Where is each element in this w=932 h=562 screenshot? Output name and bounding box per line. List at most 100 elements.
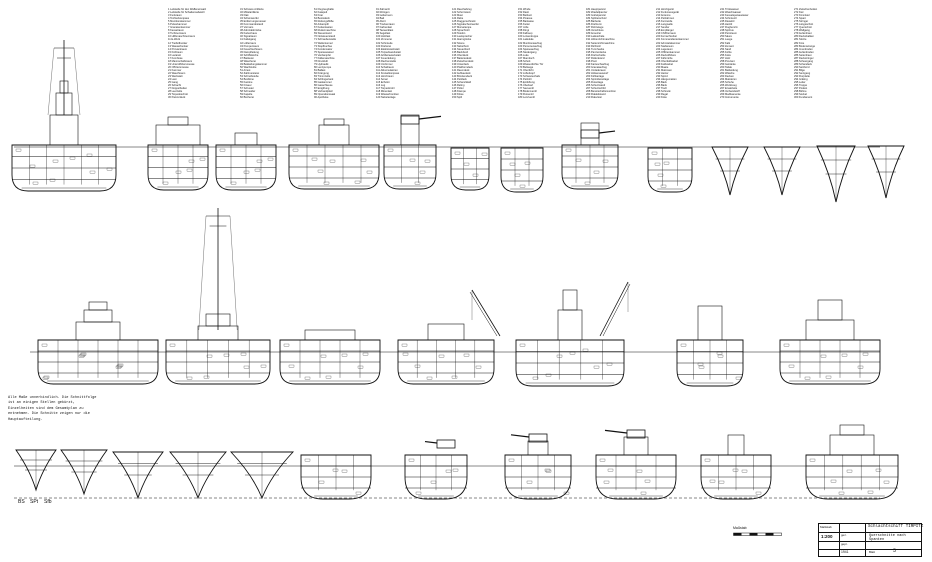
legend-entry: 4 Tochterkompass (168, 17, 189, 21)
legend-entry: 83 Trimmzelle (314, 75, 331, 79)
legend-entry: 213 Antenne (656, 14, 671, 18)
legend-entry: 166 Luke (518, 53, 529, 57)
legend-entry: 44 Feuerlöschraum (240, 47, 263, 51)
legend-entry: 233 Spind (656, 75, 668, 79)
hull-section (37, 301, 159, 385)
legend-entry: 147 Poller (452, 87, 464, 91)
legend-entry: 211 Horchgerät (656, 8, 674, 11)
legend-entry: 122 Schornstein (452, 11, 471, 15)
legend-entry: 45 Dampfleitung (240, 50, 259, 54)
legend-entry: 227 Fähnriche (656, 56, 673, 60)
bow-section (229, 451, 295, 500)
legend-entry: 56 Friseur (240, 84, 252, 88)
legend-entry: 160 Lotsentreppe (518, 35, 539, 39)
legend-entry: 243 Kesselspeisewasser (720, 14, 749, 18)
legend-entry: 22 Waschraum (168, 71, 186, 75)
legend-entry: 111 Akkumulatoren (376, 68, 398, 72)
legend-entry: 218 Empfänger (656, 29, 674, 33)
legend-entry: 42 Lüfterraum (240, 41, 257, 45)
legend-entry: 103 Dreherei (376, 44, 391, 48)
legend-entry: 89 Operationssaal (314, 93, 336, 97)
legend-entry: 123 Mast (452, 14, 463, 18)
hull-section (383, 114, 437, 190)
crane (599, 281, 631, 337)
bow-section (15, 449, 57, 492)
legend-entry: 55 Kantine (240, 81, 253, 85)
legend-entry: 239 Regal (656, 93, 668, 97)
legend-entry: 96 Trockenraum (376, 23, 395, 27)
legend-entry: 85 Gaskammer (314, 81, 332, 85)
legend-entry: 234 Hängematten (656, 78, 677, 82)
legend-entry: 299 Sockel (794, 93, 807, 97)
legend-entry: 249 Petroleum (720, 32, 737, 36)
legend-entry: 155 Barkasse (518, 20, 534, 24)
legend-entry: 12 Treibölbunker (168, 41, 188, 45)
legend-entry: 236 Bank (656, 84, 667, 88)
hull-section (515, 289, 625, 387)
legend-entry: 186 Drehturm (586, 23, 602, 27)
legend-entry: 94 Bad (376, 17, 385, 21)
legend-entry: 58 Schneider (240, 90, 256, 94)
section-mark-sfb: Sfb (44, 499, 52, 505)
legend-entry: 250 Säure (720, 35, 732, 39)
title-block-sheet-no: 5 (893, 548, 897, 554)
legend-entry: 33 Flak (240, 14, 249, 18)
legend-entry: 199 Kartuschaufzug (586, 62, 610, 66)
legend-entry: 80 Lenzpumpe (314, 65, 332, 69)
legend-entry: 131 Alarmglocke (452, 38, 472, 42)
legend-entry: 209 Flakleitstand (586, 93, 606, 97)
legend-entry: 71 Schraubenwelle (314, 38, 337, 42)
section-row-lower (15, 424, 899, 500)
legend-entry: 54 Bordkino (240, 78, 254, 82)
bow-section (816, 145, 856, 203)
legend-entry: 119 Wasserbomben (376, 93, 399, 97)
legend-entry: 53 Schreibstube (240, 75, 259, 79)
legend-entry: 29 Torpedoschott (168, 93, 188, 97)
legend-entry: 148 Klampe (452, 90, 466, 94)
hull-section (504, 440, 572, 500)
legend-entry: 154 Pinasse (518, 17, 533, 21)
legend-entry: 182 Zitadellpanzer (586, 11, 608, 15)
legend-entry: 59 Kapelle (240, 93, 253, 97)
baseline-rules (14, 146, 880, 499)
legend-entry: 171 Oberlicht (518, 68, 534, 72)
legend-entry: 109 Umformer (376, 62, 393, 66)
legend-entry: 189 Ansetzer (586, 32, 602, 36)
legend-entry: 244 Schmieröl (720, 17, 737, 21)
hull-section (450, 147, 490, 191)
legend-entry: 142 Aufbaudeck (452, 71, 471, 75)
legend-entry: 114 Sonar (376, 78, 388, 82)
legend-entry: 11 E-Werk (168, 38, 181, 42)
legend-entry: 289 Schandeck (794, 62, 812, 66)
legend-entry: 279 Außenhaut (794, 32, 812, 36)
legend-entry: 190 Ladeschale (586, 35, 605, 39)
legend-entry: 290 Setzbord (794, 65, 810, 69)
legend-entry: 180 Lenzventil (518, 96, 535, 100)
legend-entry: 21 Kammer (168, 68, 182, 72)
legend-entry: 115 Echolot (376, 81, 390, 85)
hull-section (700, 434, 772, 500)
legend-entry: 82 Krängung (314, 71, 329, 75)
legend-entry: 139 Unterdeck (452, 62, 469, 66)
legend-entry: 229 Feldwebel (656, 62, 673, 66)
legend-entry: 134 Steuerbord (452, 47, 470, 51)
hull-section (500, 147, 544, 193)
hull-section (397, 323, 495, 385)
legend-entry: 130 Lautsprecher (452, 35, 473, 39)
title-block-year: 1941 (841, 550, 849, 554)
legend-entry: 275 Stringer (794, 20, 809, 24)
legend-entry: 150 Spill (452, 96, 462, 100)
legend-entry: 64 Bootsdeck (314, 17, 330, 21)
legend-entry: 81 Ballast (314, 68, 326, 72)
legend-entry: 87 Entgiftung (314, 87, 330, 91)
legend-entry: 117 Torpedorohr (376, 87, 395, 91)
legend-entry: 38 Admiralsbrücke (240, 29, 262, 33)
title-block-header: Schlachtschiff TIRPITZ (868, 525, 924, 529)
legend-entry: 175 Entlüftung (518, 81, 535, 85)
